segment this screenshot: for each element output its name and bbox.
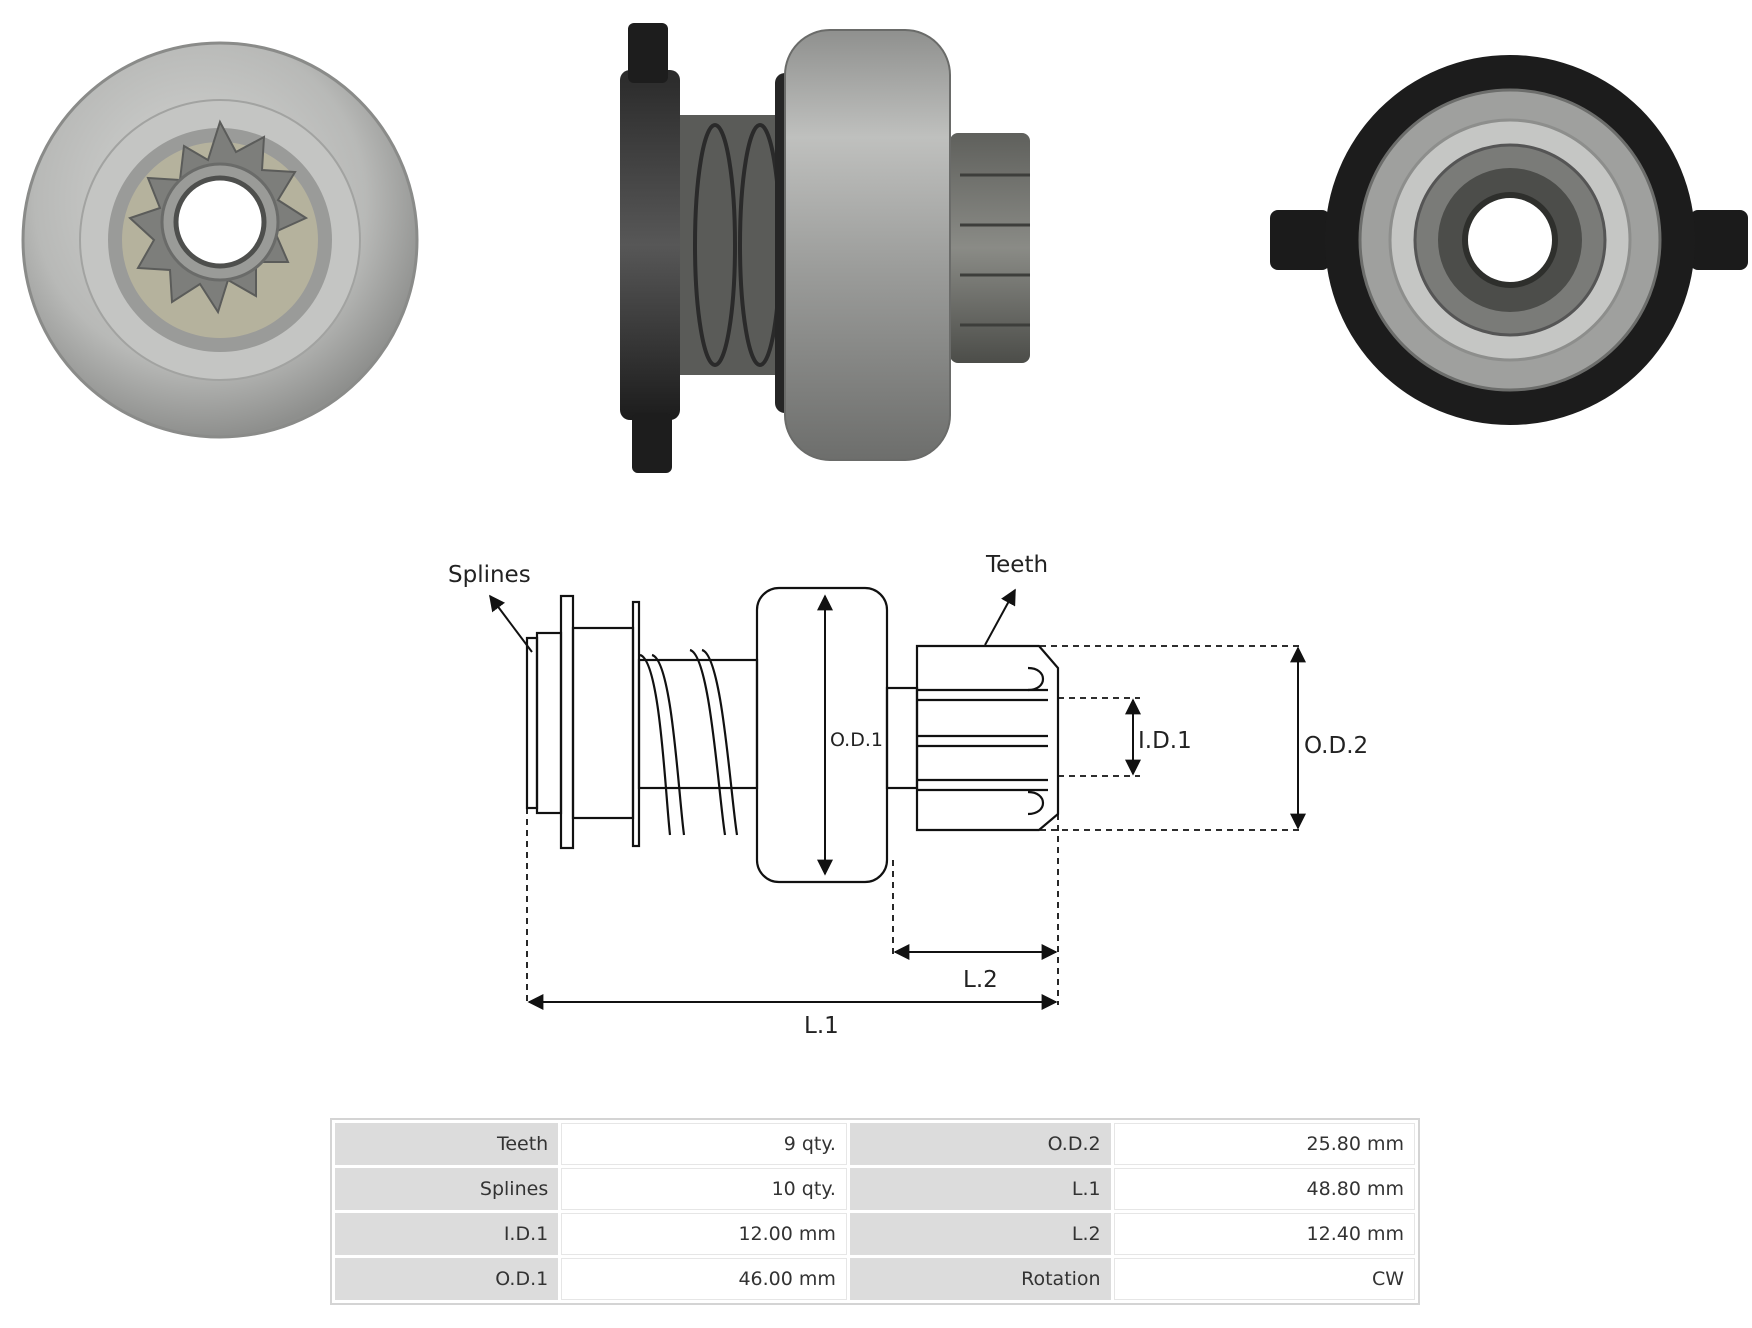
spec-value: 10 qty. <box>561 1168 847 1210</box>
spec-label: O.D.2 <box>849 1123 1111 1165</box>
spec-label: L.1 <box>849 1168 1111 1210</box>
table-row: I.D.1 12.00 mm L.2 12.40 mm <box>335 1213 1415 1255</box>
spec-value: 12.00 mm <box>561 1213 847 1255</box>
label-id1: I.D.1 <box>1138 728 1192 754</box>
spec-label: L.2 <box>849 1213 1111 1255</box>
table-row: O.D.1 46.00 mm Rotation CW <box>335 1258 1415 1300</box>
table-row: Teeth 9 qty. O.D.2 25.80 mm <box>335 1123 1415 1165</box>
rear-lug-right <box>1690 210 1748 270</box>
spec-label: Rotation <box>849 1258 1111 1300</box>
extension-lines <box>526 645 1300 1005</box>
spec-label: I.D.1 <box>335 1213 559 1255</box>
spec-value: 25.80 mm <box>1113 1123 1415 1165</box>
collar-lug-top <box>628 23 668 83</box>
label-od2: O.D.2 <box>1304 733 1368 759</box>
spec-value: 9 qty. <box>561 1123 847 1165</box>
spec-label: Splines <box>335 1168 559 1210</box>
dimension-diagram: Splines Teeth O.D.1 I.D.1 O.D.2 L.2 L.1 <box>448 552 1368 1039</box>
dimension-arrows <box>489 588 1306 1010</box>
rear-lug-left <box>1270 210 1330 270</box>
table-row: Splines 10 qty. L.1 48.80 mm <box>335 1168 1415 1210</box>
photo-front-view <box>21 41 419 439</box>
spec-value: CW <box>1113 1258 1415 1300</box>
label-splines: Splines <box>448 562 531 588</box>
spec-value: 12.40 mm <box>1113 1213 1415 1255</box>
spec-label: Teeth <box>335 1123 559 1165</box>
spec-table: Teeth 9 qty. O.D.2 25.80 mm Splines 10 q… <box>330 1118 1420 1305</box>
label-l2: L.2 <box>963 967 998 993</box>
photo-rear-view <box>1270 55 1748 425</box>
spec-label: O.D.1 <box>335 1258 559 1300</box>
label-teeth: Teeth <box>985 552 1048 578</box>
collar-side <box>620 70 680 420</box>
pinion-side <box>950 133 1030 363</box>
spec-value: 46.00 mm <box>561 1258 847 1300</box>
collar-lug-bottom <box>632 413 672 473</box>
photo-side-view <box>620 23 1030 473</box>
drive-outline <box>525 586 1060 884</box>
spec-value: 48.80 mm <box>1113 1168 1415 1210</box>
clutch-housing-side <box>784 29 951 461</box>
label-l1: L.1 <box>804 1013 839 1039</box>
label-od1: O.D.1 <box>830 729 883 751</box>
